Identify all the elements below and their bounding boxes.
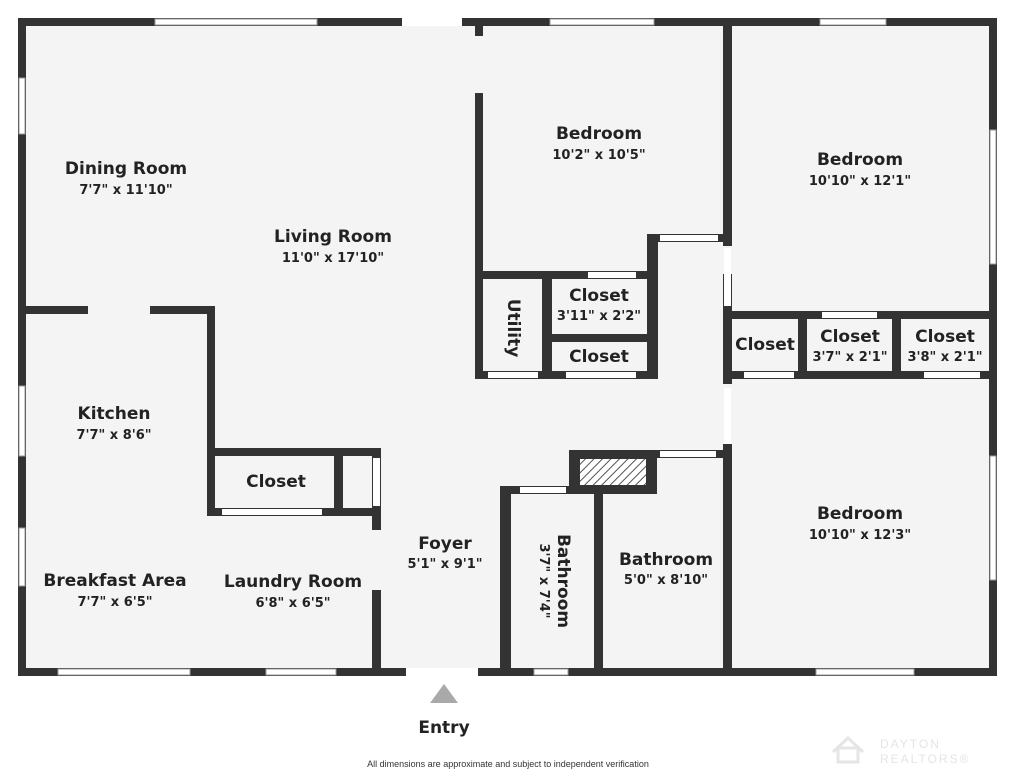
logo-line1: DAYTON	[880, 737, 941, 751]
room-dim-closet4: 3'7" x 2'1"	[812, 350, 887, 365]
room-dim-bedroom2: 10'10" x 12'1"	[809, 174, 911, 189]
room-dim-foyer: 5'1" x 9'1"	[407, 557, 482, 572]
interior-walls	[18, 26, 997, 676]
room-name-closet3: Closet	[735, 335, 795, 355]
entry-label: Entry	[418, 718, 469, 738]
doors	[222, 18, 980, 676]
realtor-logo: DAYTON REALTORS®	[831, 735, 970, 766]
room-labels: Dining Room 7'7" x 11'10" Living Room 11…	[43, 124, 982, 628]
room-name-dining: Dining Room	[65, 159, 187, 179]
room-dim-bathroom1: 3'7" x 7'4"	[536, 543, 551, 618]
room-name-living: Living Room	[274, 227, 392, 247]
disclaimer: All dimensions are approximate and subje…	[367, 759, 649, 769]
room-name-closet6: Closet	[246, 472, 306, 492]
room-dim-closet5: 3'8" x 2'1"	[907, 350, 982, 365]
room-name-closet5: Closet	[915, 327, 975, 347]
room-dim-living: 11'0" x 17'10"	[282, 251, 384, 266]
room-dim-bedroom3: 10'10" x 12'3"	[809, 528, 911, 543]
logo-mark-icon	[831, 735, 865, 764]
room-name-closet2: Closet	[569, 347, 629, 367]
logo-line2: REALTORS®	[880, 752, 970, 766]
room-name-bathroom1: Bathroom	[553, 534, 573, 628]
windows	[18, 18, 997, 676]
room-dim-laundry: 6'8" x 6'5"	[255, 596, 330, 611]
room-name-closet4: Closet	[820, 327, 880, 347]
room-dim-bathroom2: 5'0" x 8'10"	[624, 573, 708, 588]
room-name-bedroom3: Bedroom	[817, 504, 903, 524]
room-name-kitchen: Kitchen	[78, 404, 151, 424]
room-name-bathroom2: Bathroom	[619, 550, 713, 570]
room-name-utility: Utility	[503, 299, 523, 358]
room-name-closet1: Closet	[569, 286, 629, 306]
room-dim-closet1: 3'11" x 2'2"	[557, 309, 641, 324]
room-dim-dining: 7'7" x 11'10"	[79, 183, 172, 198]
chimney-hatch	[580, 459, 646, 485]
room-name-laundry: Laundry Room	[224, 572, 362, 592]
room-dim-bedroom1: 10'2" x 10'5"	[552, 148, 645, 163]
room-name-bedroom1: Bedroom	[556, 124, 642, 144]
room-dim-breakfast: 7'7" x 6'5"	[77, 595, 152, 610]
room-name-foyer: Foyer	[418, 534, 472, 554]
room-name-breakfast: Breakfast Area	[43, 571, 186, 591]
entry-arrow-icon	[430, 684, 458, 703]
room-name-bedroom2: Bedroom	[817, 150, 903, 170]
room-dim-kitchen: 7'7" x 8'6"	[76, 428, 151, 443]
